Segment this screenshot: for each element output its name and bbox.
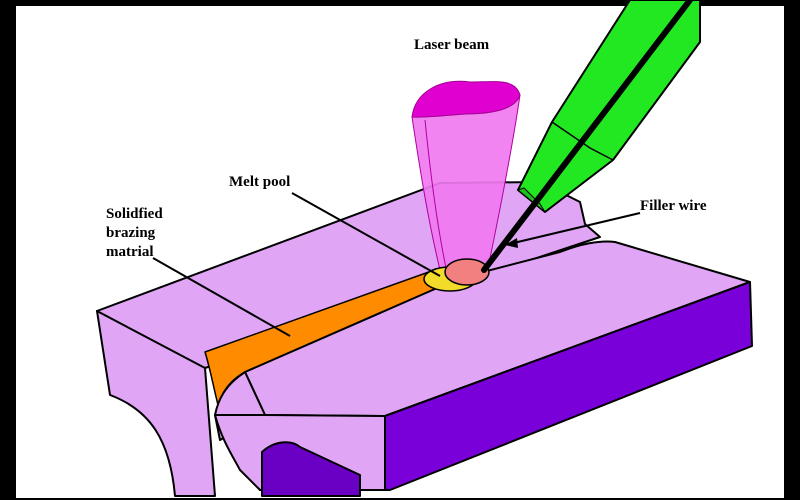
solidified-line-3: matrial [106, 244, 154, 260]
laser-beam-inner-edge [424, 119, 447, 269]
solidified-brazing-label: Solidfied brazing matrial [106, 205, 163, 262]
leader-melt-pool [291, 192, 441, 277]
laser-beam-label: Laser beam [414, 37, 490, 53]
filler-wire-label: Filler wire [640, 198, 707, 214]
lower-shadow-block [261, 441, 361, 497]
filler-nozzle-edge [551, 121, 614, 161]
filler-wire [481, 0, 693, 273]
front-plate-side-face [384, 281, 753, 491]
leader-filler-wire [504, 212, 641, 246]
solidified-line-2: brazing [106, 225, 156, 241]
left-flange-front [96, 310, 216, 497]
melt-pool-label: Melt pool [229, 174, 291, 190]
leader-solidified [152, 257, 291, 337]
solidified-line-1: Solidfied [106, 206, 163, 222]
leader-filler-arrowhead [505, 238, 518, 248]
melt-spot [444, 258, 490, 286]
laser-beam-top [411, 80, 521, 118]
